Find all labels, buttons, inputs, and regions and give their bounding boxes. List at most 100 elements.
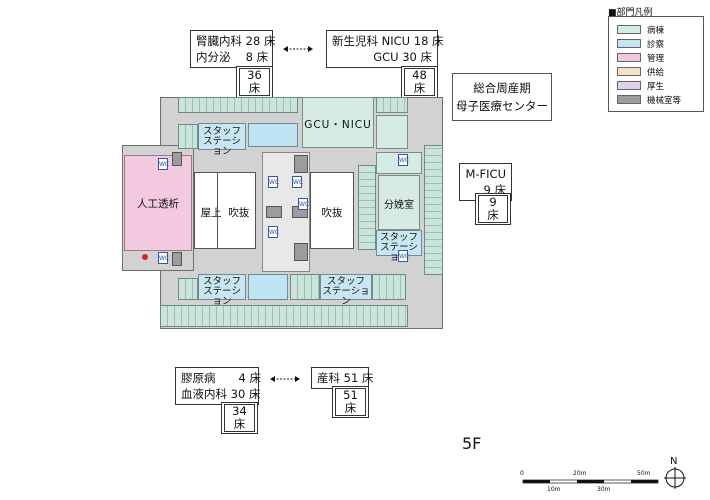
- north-rooms-e: [376, 115, 408, 149]
- staff-station-nw: スタッフステーション: [198, 123, 246, 157]
- double-arrow-icon: [283, 40, 313, 52]
- double-arrow-icon: [270, 370, 300, 382]
- elevator: [292, 206, 308, 218]
- building-outline: [160, 97, 443, 329]
- staff-station-label: スタッフステーション: [377, 233, 421, 263]
- atrium-divider: [217, 172, 218, 249]
- ward-total-bottom-right: 51 床: [332, 386, 369, 418]
- scale-tick: 20m: [573, 470, 587, 477]
- legend-item: 厚生: [617, 81, 707, 92]
- ward-line: 産科 51 床: [317, 371, 374, 385]
- center-name-line: 総合周産期: [473, 81, 531, 95]
- legend-swatch: [617, 53, 641, 62]
- center-name-box: 総合周産期 母子医療センター: [452, 73, 552, 121]
- machine-room: [172, 152, 182, 166]
- legend-swatch: [617, 39, 641, 48]
- ward-total-top-left: 36 床: [236, 66, 273, 98]
- legend-label: 厚生: [647, 82, 665, 92]
- room-dialysis: 人工透析: [124, 155, 192, 251]
- staff-line: ステーション: [380, 242, 418, 263]
- north-rooms-a: [178, 124, 198, 149]
- legend-item: 管理: [617, 53, 707, 64]
- ward-total: 34 床: [224, 404, 255, 432]
- legend-item: 供給: [617, 67, 707, 78]
- staff-line: スタッフ: [379, 232, 418, 243]
- ward-total: 48 床: [404, 68, 435, 96]
- ward-line: 内分泌 8 床: [196, 50, 269, 64]
- room-label: 屋上 吹抜: [195, 205, 255, 220]
- ward-line: 新生児科 NICU 18 床: [332, 34, 444, 48]
- legend-item: 診察: [617, 39, 707, 50]
- legend-title: ■部門凡例: [608, 8, 653, 18]
- elevator: [266, 206, 282, 218]
- restroom-icon: WC: [298, 198, 309, 210]
- room-clinic-s: [248, 274, 288, 300]
- south-ward-rooms-mid: [290, 274, 320, 300]
- room-clinic-n: [248, 123, 298, 147]
- ward-line: 血液内科 30 床: [181, 387, 261, 401]
- staff-line: スタッフ: [202, 126, 241, 137]
- north-label: N: [670, 456, 678, 467]
- north-compass-icon: [664, 467, 686, 489]
- legend-label: 機械室等: [647, 96, 682, 106]
- east-corridor-rooms: [358, 165, 376, 250]
- rooftop-label: 屋上: [200, 207, 222, 219]
- staff-station-se: スタッフステーション: [320, 274, 372, 307]
- restroom-icon: WC: [158, 158, 169, 170]
- legend-item: 機械室等: [617, 95, 707, 106]
- central-core: [262, 152, 310, 272]
- east-rooms-n: [376, 152, 422, 174]
- legend-swatch: [617, 81, 641, 90]
- rooftop-atrium-left: 屋上 吹抜: [194, 172, 256, 249]
- legend-swatch: [617, 95, 641, 104]
- ward-info-bottom-right: 産科 51 床: [311, 367, 374, 389]
- room-gcu-nicu: GCU・NICU: [302, 97, 374, 148]
- ward-total: 9 床: [478, 195, 508, 223]
- legend-label: 病棟: [647, 26, 665, 36]
- room-delivery: 分娩室: [378, 175, 420, 230]
- room-label: GCU・NICU: [304, 119, 372, 131]
- staff-line: スタッフ: [202, 276, 241, 287]
- legend-label: 供給: [647, 68, 665, 78]
- ward-line: 膠原病 4 床: [181, 371, 261, 385]
- ward-info-top-right: 新生児科 NICU 18 床 GCU 30 床: [326, 30, 444, 68]
- center-name-line: 母子医療センター: [456, 99, 548, 113]
- scale-tick: 50m: [637, 470, 651, 477]
- room-label: 分娩室: [384, 200, 414, 211]
- east-ward-rooms: [424, 145, 443, 275]
- atrium-right: 吹抜: [310, 172, 354, 249]
- scale-bar: 0 20m 50m 10m 30m: [515, 470, 665, 496]
- staff-station-label: スタッフステーション: [199, 127, 245, 157]
- restroom-icon: WC: [398, 250, 409, 262]
- room-label: 人工透析: [137, 198, 179, 210]
- legend-label: 診察: [647, 40, 665, 50]
- staff-line: ステーション: [203, 286, 241, 307]
- ward-total: 36 床: [239, 68, 270, 96]
- atrium-label: 吹抜: [228, 207, 250, 219]
- restroom-icon: WC: [398, 154, 409, 166]
- legend-label: 管理: [647, 54, 665, 64]
- ward-total-bottom-left: 34 床: [221, 402, 258, 434]
- room-label: 吹抜: [321, 207, 343, 219]
- staff-station-e: スタッフステーション: [376, 230, 422, 263]
- red-dot-icon: [142, 254, 148, 260]
- ward-line: GCU 30 床: [373, 50, 432, 64]
- staff-station-label: スタッフステーション: [199, 277, 245, 307]
- legend: 病棟 診察 管理 供給 厚生 機械室等: [608, 16, 704, 112]
- restroom-icon: WC: [158, 252, 169, 264]
- north-ward-rooms-right: [376, 97, 408, 113]
- restroom-icon: WC: [268, 176, 279, 188]
- ward-total-top-right: 48 床: [401, 66, 438, 98]
- south-ward-rooms-right: [372, 274, 406, 300]
- legend-swatch: [617, 25, 641, 34]
- restroom-icon: WC: [292, 176, 303, 188]
- staff-line: スタッフ: [326, 276, 365, 287]
- staff-station-sw: スタッフステーション: [198, 274, 246, 307]
- restroom-icon: WC: [268, 226, 279, 238]
- staff-line: ステーション: [203, 136, 241, 157]
- ward-info-top-left: 腎臓内科 28 床 内分泌 8 床: [190, 30, 275, 68]
- machine-room: [172, 252, 182, 266]
- legend-item: 病棟: [617, 25, 707, 36]
- north-ward-rooms-left: [178, 97, 298, 113]
- scale-tick: 10m: [547, 486, 561, 493]
